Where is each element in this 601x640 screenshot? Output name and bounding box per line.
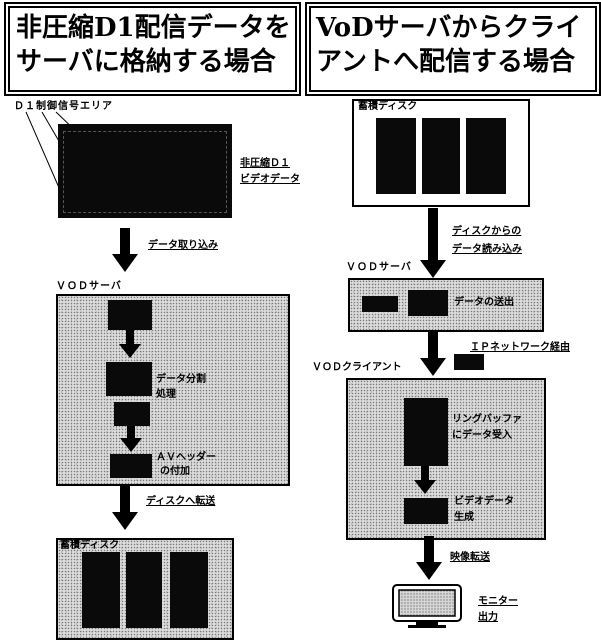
left-title-box: [8, 6, 297, 92]
ring-buffer-label-2: にデータ受入: [452, 430, 512, 441]
left-title-line2: サーバに格納する場合: [16, 47, 276, 77]
to-disk-label: ディスクへ転送: [146, 496, 216, 507]
arrow-video-transfer: [416, 536, 442, 582]
vod-client-label: ＶＯＤクライアント: [312, 362, 402, 373]
right-disk-3: [466, 118, 506, 194]
av-header-label-1: ＡＶヘッダー: [156, 452, 216, 463]
arrow-to-disk: [112, 486, 138, 532]
video-data-label-1: 非圧縮Ｄ１: [240, 158, 290, 169]
video-gen-label-2: 生成: [454, 512, 474, 523]
arrow-network: [420, 330, 446, 378]
server-input-block: [108, 300, 152, 330]
left-title-line1: 非圧縮D1配信データを: [16, 13, 291, 43]
split-process-block: [106, 362, 152, 396]
right-vod-server-label: ＶＯＤサーバ: [346, 262, 412, 273]
send-label: データの送出: [454, 297, 514, 308]
video-frame-border: [63, 131, 227, 213]
read-label-1: ディスクからの: [452, 226, 522, 237]
ring-buffer-label-1: リングバッファ: [452, 414, 522, 425]
right-disk-1: [376, 118, 416, 194]
video-transfer-label: 映像転送: [450, 552, 490, 563]
video-gen-label-1: ビデオデータ: [454, 496, 514, 507]
network-packet-block: [454, 354, 484, 370]
left-storage-disk-label: 蓄積ディスク: [60, 540, 120, 551]
split-label-1: データ分割: [156, 374, 206, 385]
av-header-label-2: の付加: [160, 466, 190, 477]
video-data-label-2: ビデオデータ: [240, 174, 300, 185]
server-buffer-block-2: [408, 290, 448, 316]
left-disk-1: [82, 552, 120, 628]
right-storage-disk-label: 蓄積ディスク: [358, 101, 418, 112]
d1-control-area-label: Ｄ１制御信号エリア: [14, 101, 113, 112]
right-title-box: [309, 6, 597, 92]
right-title-line2: アントへ配信する場合: [316, 47, 575, 77]
left-vod-server-label: ＶＯＤサーバ: [56, 281, 122, 292]
read-label-2: データ読み込み: [452, 244, 522, 255]
right-disk-2: [422, 118, 460, 194]
av-header-block: [110, 454, 152, 478]
server-buffer-block-1: [362, 296, 398, 312]
left-disk-3: [170, 552, 208, 628]
arrow-ingest: [112, 228, 138, 272]
ring-buffer-block: [404, 398, 448, 466]
monitor-label-1: モニター: [478, 596, 518, 607]
left-vod-server-box: [56, 294, 290, 486]
monitor-icon: [392, 584, 462, 628]
arrow-server-1: [119, 330, 141, 360]
right-title-line1: VoDサーバからクライ: [316, 13, 582, 43]
split-label-2: 処理: [156, 389, 176, 400]
left-disk-2: [126, 552, 162, 628]
arrow-client-internal: [414, 466, 436, 496]
ip-network-label: ＩＰネットワーク経由: [470, 342, 570, 353]
ingest-label: データ取り込み: [148, 240, 218, 251]
arrow-disk-read: [420, 208, 446, 280]
video-gen-block: [404, 498, 448, 524]
monitor-label-2: 出力: [478, 612, 498, 623]
split-output-block: [114, 402, 150, 426]
uncompressed-video-frame: [58, 124, 232, 218]
arrow-server-2: [120, 426, 142, 454]
